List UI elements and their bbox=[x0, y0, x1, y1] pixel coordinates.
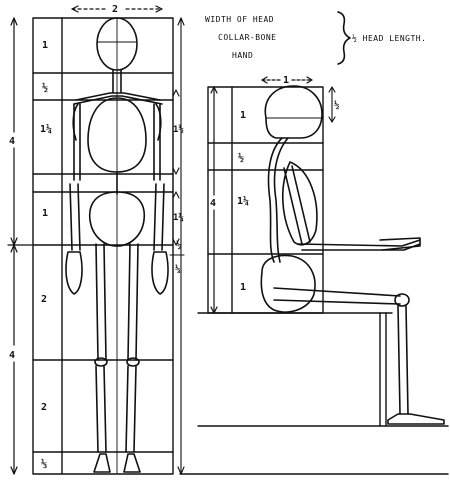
seated-total: 4 bbox=[210, 198, 216, 209]
seat bbox=[197, 312, 393, 427]
standing-side-mark-3: ½ bbox=[176, 240, 182, 251]
standing-total-lower: 4 bbox=[9, 350, 15, 361]
standing-width-arrow bbox=[71, 5, 163, 13]
note-head-length: ½ HEAD LENGTH. bbox=[352, 33, 426, 43]
standing-side-mark-2: 1¼ bbox=[173, 213, 184, 223]
seated-seg-2: ½ bbox=[238, 152, 244, 164]
standing-side-mark-4: ⅓ bbox=[175, 264, 181, 275]
standing-seg-1: 1 bbox=[42, 40, 48, 51]
standing-seg-5: 2 bbox=[41, 294, 47, 305]
standing-seg-6: 2 bbox=[41, 402, 47, 413]
seated-width-arrow bbox=[261, 76, 313, 84]
standing-skeleton bbox=[65, 17, 169, 473]
seated-seg-3: 1¼ bbox=[237, 195, 249, 207]
standing-side-arrows bbox=[169, 17, 185, 475]
seated-skeleton bbox=[260, 85, 445, 425]
standing-seg-4: 1 bbox=[42, 208, 48, 219]
standing-seg-2: ½ bbox=[42, 82, 48, 94]
note-hand: HAND bbox=[232, 51, 253, 60]
standing-width-label: 2 bbox=[112, 4, 118, 15]
brace bbox=[337, 11, 351, 65]
seated-seg-1: 1 bbox=[240, 110, 246, 121]
seated-width-label: 1 bbox=[283, 75, 289, 86]
seated-height-arrow bbox=[210, 86, 218, 314]
standing-side-mark-1: 1½ bbox=[173, 124, 184, 135]
note-width-of-head: WIDTH OF HEAD bbox=[205, 15, 274, 24]
standing-seg-3: 1¼ bbox=[40, 123, 52, 135]
standing-height-arrows bbox=[7, 17, 33, 475]
seated-seg-4: 1 bbox=[240, 282, 246, 293]
seated-side-mark: ½ bbox=[334, 100, 340, 111]
standing-seg-7: ⅓ bbox=[41, 458, 47, 470]
standing-grid bbox=[32, 17, 174, 475]
note-collar-bone: COLLAR-BONE bbox=[218, 33, 276, 42]
standing-total-upper: 4 bbox=[9, 136, 15, 147]
seated-side-arrow bbox=[328, 86, 336, 123]
